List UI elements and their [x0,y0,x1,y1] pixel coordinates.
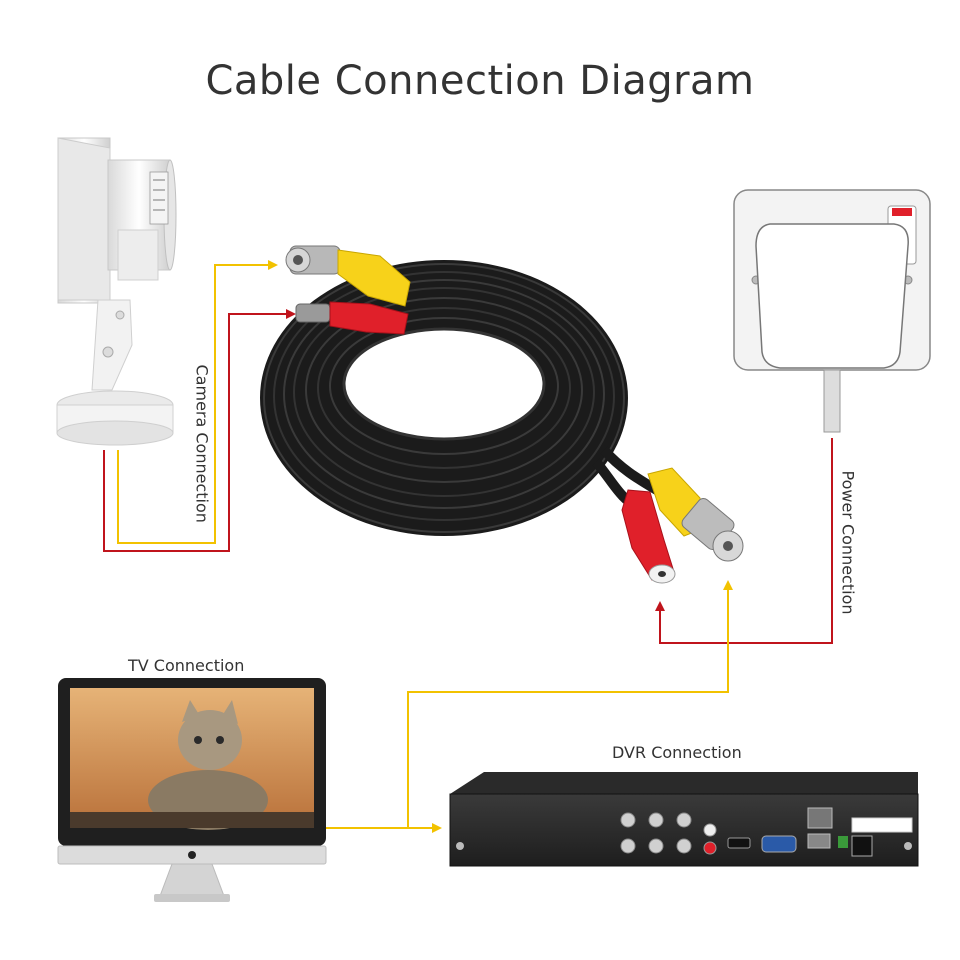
tv-monitor-icon [57,678,327,902]
camera-video-line [117,260,278,544]
dc-connector-bottom [621,489,676,584]
tv-connection-label: TV Connection [128,656,245,675]
dc-connector-top [295,301,409,335]
camera-connection-label: Camera Connection [192,364,212,523]
cctv-camera-icon [56,137,177,446]
bnc-connector-top [285,245,411,307]
adapter-power-line [655,438,833,644]
power-connection-label: Power Connection [838,470,858,615]
bnc-connector-bottom [647,467,744,562]
dvr-connection-label: DVR Connection [612,743,742,762]
dvr-recorder-icon [449,772,919,867]
camera-power-line [103,309,296,552]
power-adapter-icon [733,189,931,433]
cable-coil [260,260,663,536]
diagram-title: Cable Connection Diagram [205,58,755,104]
dvr-video-line [407,580,733,828]
